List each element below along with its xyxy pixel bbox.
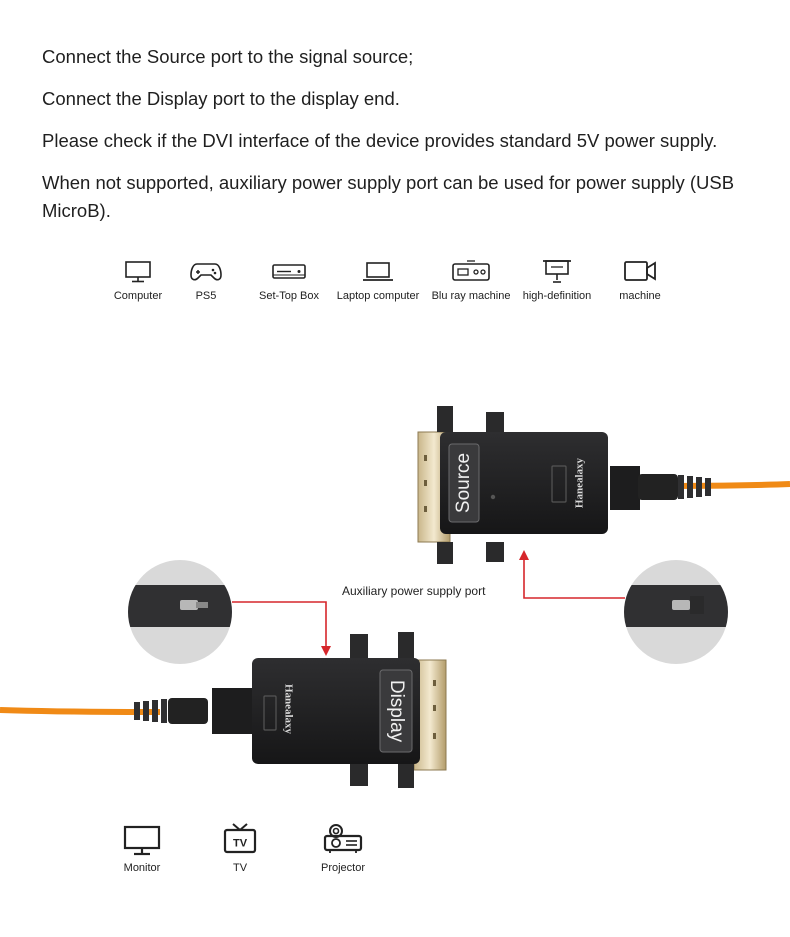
projector-icon <box>323 824 363 853</box>
display-device-tv: TV TV <box>220 822 260 874</box>
instruction-power-check: Please check if the DVI interface of the… <box>42 130 718 151</box>
set-top-box-icon <box>272 264 306 279</box>
device-label: PS5 <box>195 290 217 302</box>
display-brand: Hanealaxy <box>282 684 294 735</box>
source-device-ps5: PS5 <box>182 258 230 302</box>
source-port-label: Source <box>453 453 474 513</box>
monitor-icon <box>125 261 151 283</box>
arrow-head-down <box>321 646 331 656</box>
device-label: TV <box>232 862 248 874</box>
source-device-bluray: Blu ray machine <box>429 258 513 302</box>
source-device-set-top-box: Set-Top Box <box>252 258 326 302</box>
source-device-high-definition: high-definition <box>516 258 598 302</box>
aux-port-zoom-right <box>624 560 728 664</box>
tv-icon-text: TV <box>233 838 248 850</box>
bluray-player-icon <box>452 260 490 281</box>
aux-power-port-label: Auxiliary power supply port <box>342 584 486 598</box>
laptop-icon <box>363 262 393 281</box>
video-camera-icon <box>624 261 656 281</box>
aux-port-arrows <box>232 556 625 650</box>
aux-port-zoom-left <box>128 560 232 664</box>
source-module <box>417 406 790 564</box>
display-device-projector: Projector <box>313 822 373 874</box>
device-label: Blu ray machine <box>431 290 511 302</box>
device-label: high-definition <box>522 290 592 302</box>
instruction-display: Connect the Display port to the display … <box>42 88 400 109</box>
device-label: machine <box>619 290 661 302</box>
device-label: Projector <box>320 862 366 874</box>
source-device-machine: machine <box>612 258 668 302</box>
display-module <box>0 632 447 788</box>
device-label: Computer <box>113 290 163 302</box>
display-fiber-cable <box>0 707 161 715</box>
source-device-laptop: Laptop computer <box>332 258 424 302</box>
arrow-head-up <box>519 550 529 560</box>
tv-icon: TV <box>223 823 257 854</box>
device-label: Laptop computer <box>336 290 420 302</box>
source-brand: Hanealaxy <box>574 457 586 508</box>
display-device-monitor: Monitor <box>112 824 172 874</box>
presentation-screen-icon <box>543 260 571 283</box>
gamepad-icon <box>190 263 222 281</box>
instruction-source: Connect the Source port to the signal so… <box>42 46 414 67</box>
device-label: Monitor <box>123 862 161 874</box>
connection-diagram: Source Hanealaxy Display Hanealaxy <box>0 406 790 788</box>
device-label: Set-Top Box <box>259 290 319 302</box>
display-port-label: Display <box>386 680 407 743</box>
monitor-icon <box>123 825 161 856</box>
source-device-computer: Computer <box>107 258 169 302</box>
instruction-aux-power: When not supported, auxiliary power supp… <box>42 172 735 221</box>
